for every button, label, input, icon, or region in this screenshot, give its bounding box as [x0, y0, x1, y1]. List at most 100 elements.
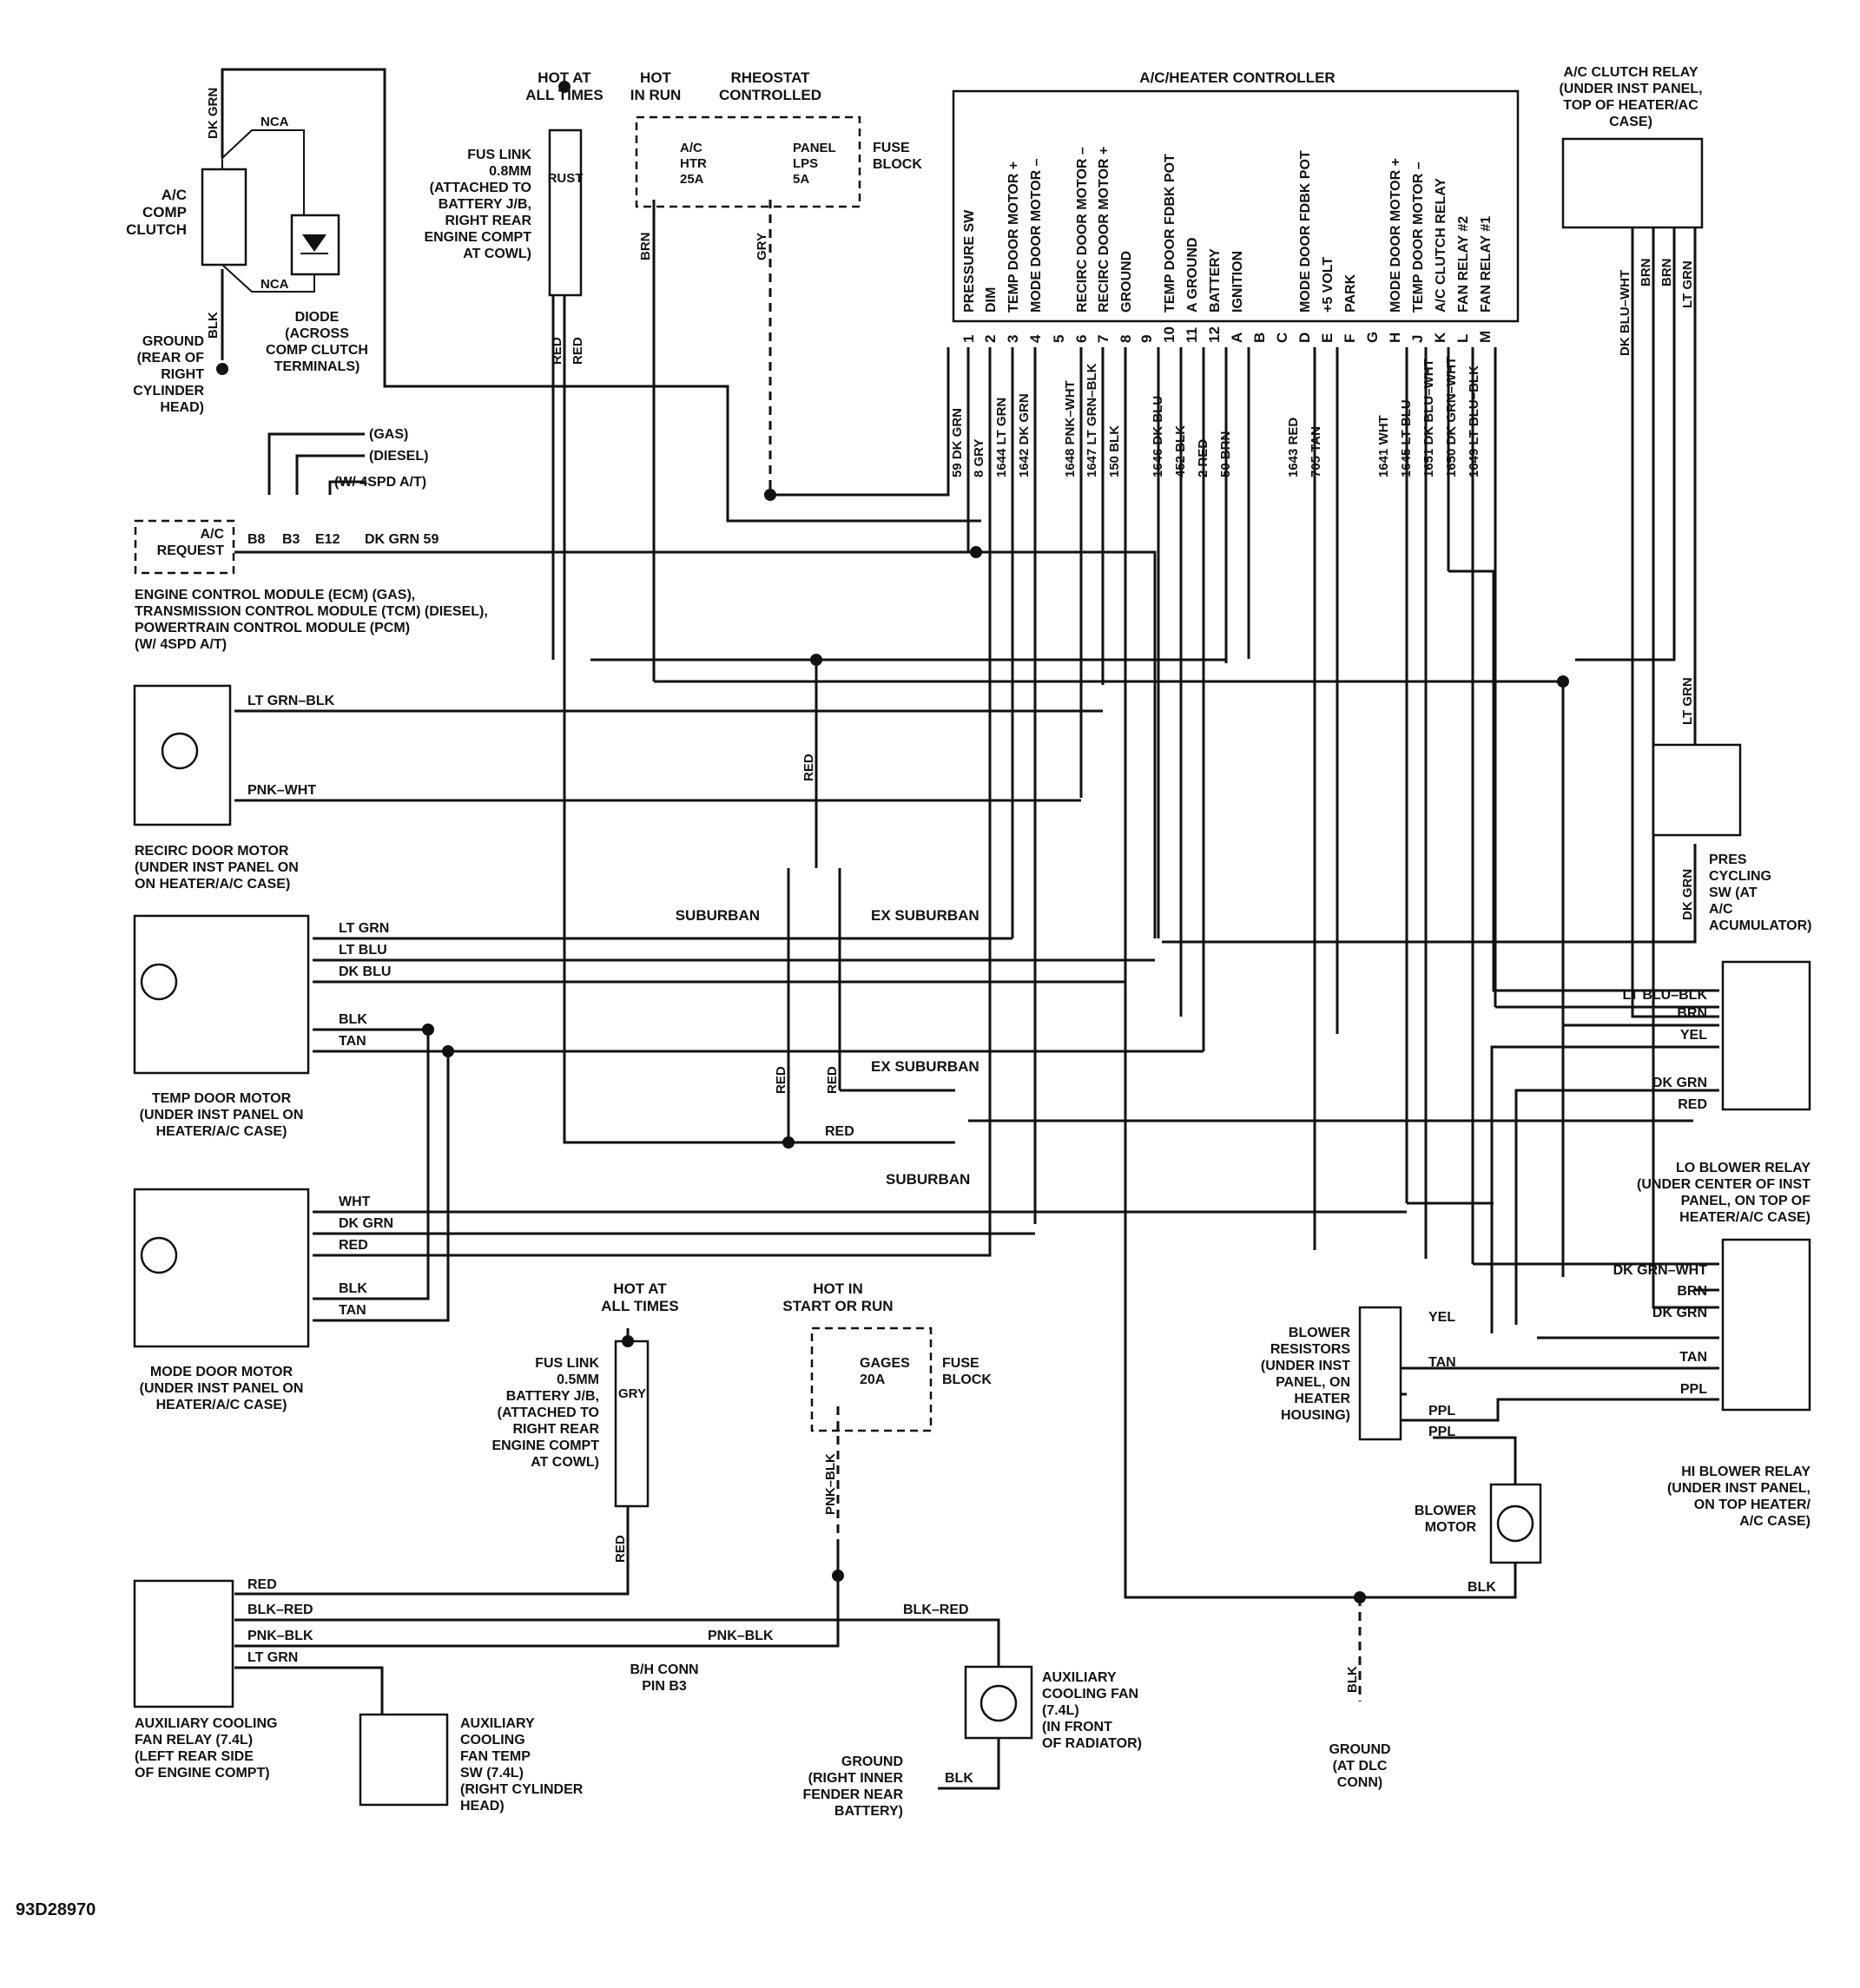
- controller-function: TEMP DOOR MOTOR –: [1411, 161, 1426, 313]
- bottom-wire-red: RED: [613, 1535, 628, 1563]
- hi-relay-wire: BRN: [1677, 1284, 1707, 1299]
- controller-pin: 2: [982, 335, 999, 343]
- center-suburban: SUBURBAN: [676, 907, 760, 924]
- controller-box: [952, 89, 1520, 323]
- controller-wire-label: 1641 WHT: [1376, 415, 1391, 477]
- controller-wire-label: 1647 LT GRN–BLK: [1085, 363, 1099, 477]
- controller-function: FAN RELAY #2: [1456, 216, 1471, 313]
- hi-relay-wire: PPL: [1680, 1382, 1707, 1397]
- clutch-relay-wire: BRN: [1659, 259, 1674, 287]
- hi-relay-label: HI BLOWER RELAY(UNDER INST PANEL,ON TOP …: [1667, 1465, 1811, 1529]
- lo-relay-wire: BRN: [1677, 1006, 1707, 1021]
- mode-motor-wire: DK GRN: [339, 1216, 393, 1231]
- temp-motor-wire: LT BLU: [339, 943, 387, 958]
- controller-pin: F: [1342, 334, 1358, 343]
- clutch-wire-top: DK GRN: [206, 88, 221, 139]
- controller-pin: 12: [1206, 326, 1223, 343]
- clutch-relay-wire: LT GRN: [1680, 260, 1695, 308]
- blower-gnd-wire: BLK: [1345, 1666, 1360, 1693]
- fus-color-bottom: GRY: [618, 1386, 646, 1401]
- controller-pin: 7: [1095, 335, 1111, 343]
- mode-motor-wire: TAN: [339, 1303, 366, 1318]
- wire-brn: BRN: [638, 233, 653, 261]
- controller-wire-label: 1650 DK GRN–WHT: [1444, 357, 1459, 477]
- mode-motor-wire: RED: [339, 1238, 368, 1253]
- center-suburban-2: SUBURBAN: [886, 1171, 970, 1188]
- controller-pin: 3: [1005, 335, 1021, 343]
- center-red-h: RED: [825, 1124, 854, 1139]
- controller-wire-label: 2 RED: [1196, 439, 1210, 477]
- ecm-label: ENGINE CONTROL MODULE (ECM) (GAS),TRANSM…: [135, 588, 488, 652]
- controller-function: MODE DOOR FDBK POT: [1298, 150, 1313, 313]
- ecm-wire: DK GRN 59: [365, 532, 439, 547]
- hi-relay-wire: DK GRN: [1652, 1306, 1707, 1320]
- controller-function: MODE DOOR MOTOR +: [1388, 158, 1403, 313]
- hi-relay-wire: TAN: [1679, 1350, 1707, 1365]
- controller-pin: 4: [1027, 334, 1044, 343]
- controller-function: +5 VOLT: [1321, 257, 1336, 313]
- temp-motor-wire: DK BLU: [339, 964, 391, 979]
- controller-pin: A: [1229, 332, 1245, 343]
- resistor-wire: TAN: [1428, 1355, 1456, 1370]
- controller-pin: 5: [1051, 335, 1067, 343]
- controller-wire-label: 705 TAN: [1309, 426, 1323, 477]
- controller-pin: E: [1319, 333, 1336, 343]
- controller-wire-label: 1648 PNK–WHT: [1063, 380, 1078, 477]
- controller-wire-label: 1651 DK BLU–WHT: [1421, 359, 1436, 477]
- controller-wire-label: 1642 DK GRN: [1017, 393, 1032, 477]
- controller-wire-label: 1644 LT GRN: [994, 398, 1009, 477]
- center-red-b: RED: [825, 1066, 840, 1094]
- center-ex-suburban: EX SUBURBAN: [871, 907, 979, 924]
- ecm-diesel: (DIESEL): [369, 449, 428, 464]
- controller-function: FAN RELAY #1: [1479, 216, 1494, 313]
- controller-pin: D: [1296, 332, 1313, 343]
- aux-blkred-wire: BLK–RED: [903, 1603, 969, 1617]
- pres-wire-top: LT GRN: [1680, 677, 1695, 725]
- blower-wire: BLK: [1468, 1580, 1496, 1595]
- clutch-relay-label: A/C CLUTCH RELAY(UNDER INST PANEL,TOP OF…: [1559, 65, 1702, 129]
- center-red-a: RED: [774, 1066, 788, 1094]
- recirc-wire-1: LT GRN–BLK: [247, 694, 335, 708]
- wire-red-2: RED: [571, 337, 585, 365]
- controller-function: A/C CLUTCH RELAY: [1434, 178, 1448, 313]
- controller-pin: 9: [1138, 335, 1155, 343]
- controller-wire-label: 1643 RED: [1286, 418, 1301, 477]
- bottom-wire-pnk: PNK–BLK: [823, 1453, 838, 1515]
- center-ex-suburban-2: EX SUBURBAN: [871, 1058, 979, 1075]
- controller-wire-label: 150 BLK: [1107, 425, 1122, 477]
- resistor-wire: YEL: [1428, 1310, 1455, 1325]
- lo-relay-wire: YEL: [1680, 1028, 1707, 1043]
- mode-motor-wire: WHT: [339, 1195, 371, 1209]
- ecm-w4spd: (W/ 4SPD A/T): [334, 475, 426, 490]
- recirc-wire-2: PNK–WHT: [247, 783, 316, 798]
- ecm-gas: (GAS): [369, 427, 408, 442]
- controller-function: PRESSURE SW: [962, 209, 977, 313]
- controller-wire-label: 8 GRY: [972, 439, 986, 477]
- controller-pin: M: [1477, 331, 1494, 343]
- figure-id: 93D28970: [16, 1900, 96, 1919]
- lo-relay-wire: DK GRN: [1652, 1076, 1707, 1090]
- controller-wire-label: 1649 LT BLU–BLK: [1467, 365, 1481, 477]
- controller-wire-label: 1645 LT BLU: [1399, 399, 1414, 477]
- controller-function: RECIRC DOOR MOTOR –: [1075, 147, 1090, 313]
